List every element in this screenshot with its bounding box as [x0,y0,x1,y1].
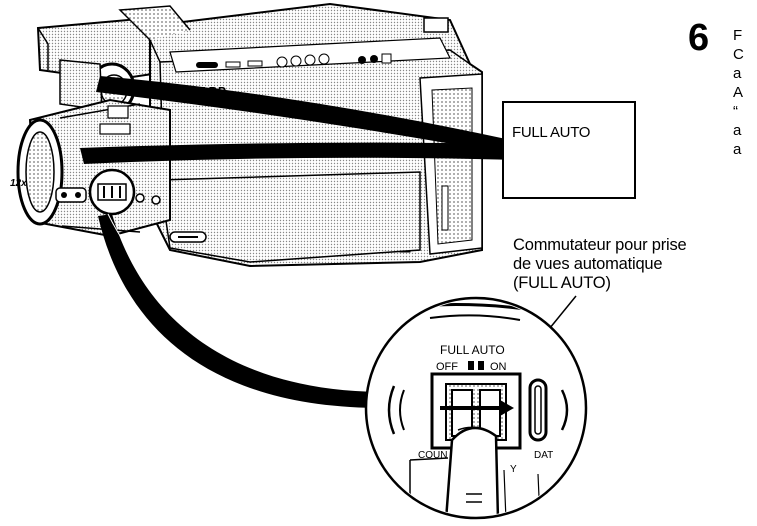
led-indicator [468,361,474,370]
caption-line: de vues automatique [513,255,663,273]
text-line: “ [733,103,738,120]
on-label: ON [490,361,507,373]
zoom-label: 12x [10,178,27,189]
switch-caption: Commutateur pour prise de vues automatiq… [513,236,687,293]
full-auto-switch-label: FULL AUTO [440,343,505,357]
cut-off-instruction-text: F C a A “ a a [733,26,757,159]
lens-assembly [16,98,171,238]
text-line: a [733,122,742,139]
switch-detail: FULL AUTO OFF ON COUN Y DAT [364,296,588,520]
caption-line: Commutateur pour prise [513,236,687,254]
text-line: A [733,84,744,101]
hand-strap [96,76,520,156]
text-line: F [733,27,743,44]
y-label: Y [510,464,517,475]
caption-line: (FULL AUTO) [513,274,611,292]
text-line: a [733,65,742,82]
camcorder-body [118,2,483,268]
callout-box [502,101,636,199]
callout-label: FULL AUTO [512,124,591,141]
detail-connector [98,214,380,408]
top-buttons [196,53,392,68]
step-number: 6 [688,17,710,59]
viewfinder [36,16,170,114]
dat-label: DAT [534,450,553,461]
counter-label: COUN [418,450,447,461]
led-indicator [478,361,484,370]
off-label: OFF [436,361,458,373]
text-line: C [733,46,744,63]
text-line: a [733,141,742,158]
